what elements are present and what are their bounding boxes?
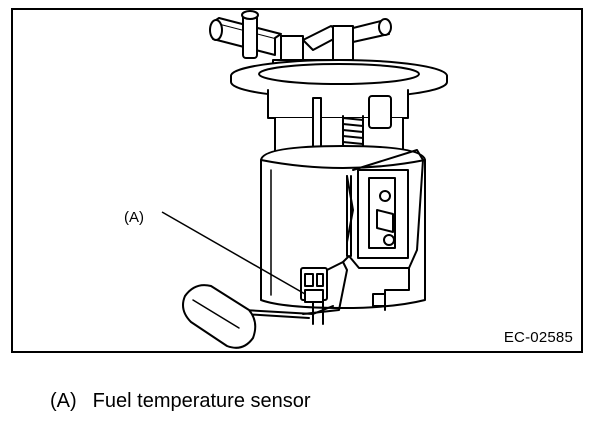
float [182,284,257,349]
legend-key: (A) [50,390,77,412]
level-sender [346,149,424,311]
fuel-pump-illustration [161,10,448,349]
figure-code: EC-02585 [503,329,573,346]
legend-row: (A) Fuel temperature sensor [50,390,311,413]
figure-frame: (A) EC-02585 [11,8,583,353]
callout-label-a: (A) [124,209,144,226]
callout-leader-line [161,211,306,295]
legend-text: Fuel temperature sensor [92,390,311,412]
fuel-temperature-sensor [300,267,328,325]
float-arm [242,305,334,319]
